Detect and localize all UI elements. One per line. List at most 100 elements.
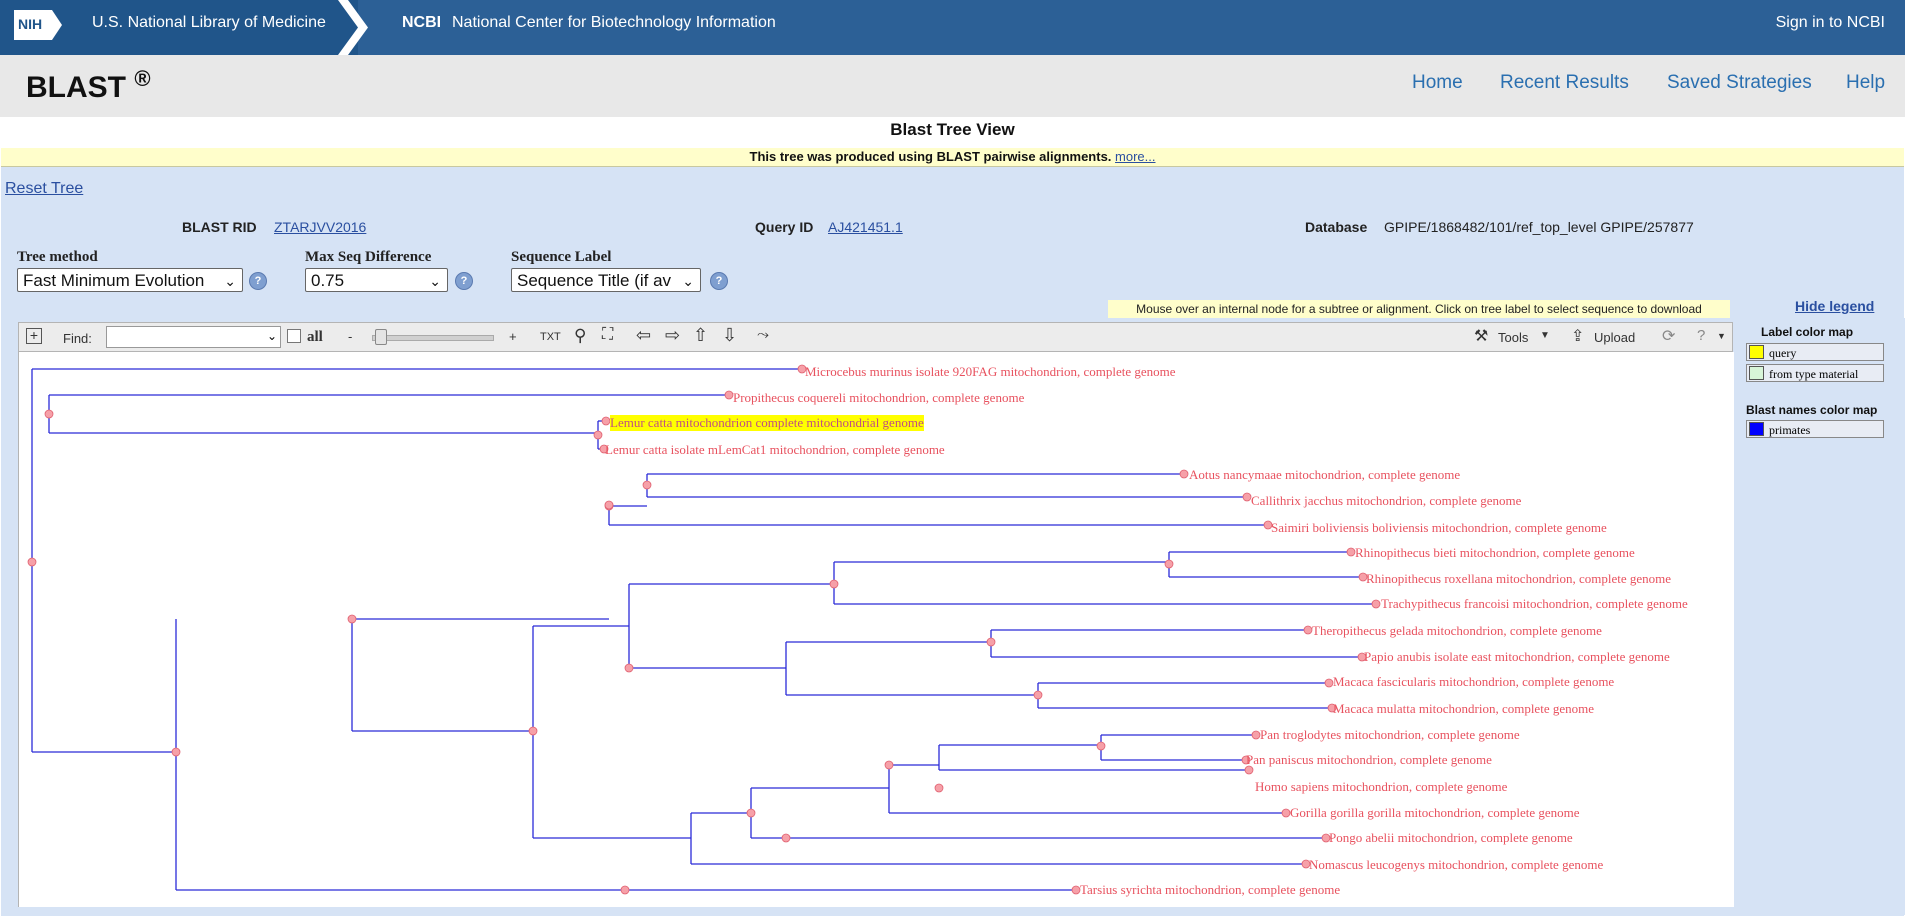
max-seq-diff-help-icon[interactable]: ? bbox=[455, 272, 473, 290]
tree-leaf-label[interactable]: Rhinopithecus roxellana mitochondrion, c… bbox=[1366, 571, 1672, 586]
tree-node[interactable] bbox=[528, 726, 538, 736]
arrow-left-icon[interactable]: ⇦ bbox=[636, 325, 652, 345]
tree-node[interactable] bbox=[1241, 755, 1251, 765]
tree-node[interactable] bbox=[1281, 808, 1291, 818]
reset-tree-link[interactable]: Reset Tree bbox=[5, 180, 84, 197]
tree-node[interactable] bbox=[1327, 703, 1337, 713]
reroot-icon[interactable]: ⤳ bbox=[757, 326, 770, 343]
tree-node[interactable] bbox=[1263, 520, 1273, 530]
tree-leaf-label[interactable]: Propithecus coquereli mitochondrion, com… bbox=[733, 390, 1025, 405]
nav-recent-results[interactable]: Recent Results bbox=[1500, 72, 1629, 93]
tree-node[interactable] bbox=[1071, 885, 1081, 895]
tree-node[interactable] bbox=[724, 390, 734, 400]
tree-node[interactable] bbox=[1096, 741, 1106, 751]
rid-link[interactable]: ZTARJVV2016 bbox=[274, 219, 367, 235]
txt-button[interactable]: TXT bbox=[540, 331, 561, 343]
chevron-down-icon[interactable]: ▼ bbox=[1540, 330, 1550, 341]
tree-leaf-label[interactable]: Theropithecus gelada mitochondrion, comp… bbox=[1312, 623, 1602, 638]
zoom-out-button[interactable]: - bbox=[348, 329, 353, 344]
blast-logo[interactable]: BLAST ® bbox=[26, 66, 151, 105]
tree-leaf-label[interactable]: Nomascus leucogenys mitochondrion, compl… bbox=[1309, 857, 1604, 872]
tree-node[interactable] bbox=[1358, 572, 1368, 582]
tree-node[interactable] bbox=[604, 500, 614, 510]
tree-method-select[interactable]: Fast Minimum Evolution⌄ bbox=[17, 268, 243, 292]
tree-node[interactable] bbox=[829, 579, 839, 589]
tree-leaf-label[interactable]: Pongo abelii mitochondrion, complete gen… bbox=[1329, 830, 1573, 845]
arrow-right-icon[interactable]: ⇨ bbox=[665, 325, 681, 345]
magnify-icon[interactable]: ⚲ bbox=[574, 326, 587, 345]
tree-node[interactable] bbox=[797, 364, 807, 374]
tree-node[interactable] bbox=[1244, 765, 1254, 775]
tree-node[interactable] bbox=[624, 663, 634, 673]
tree-leaf-label[interactable]: Homo sapiens mitochondrion, complete gen… bbox=[1255, 779, 1508, 794]
tree-leaf-label[interactable]: Microcebus murinus isolate 920FAG mitoch… bbox=[805, 364, 1176, 379]
zoom-slider-handle[interactable] bbox=[375, 329, 387, 345]
tree-node[interactable] bbox=[601, 416, 611, 426]
tree-leaf-label[interactable]: Aotus nancymaae mitochondrion, complete … bbox=[1189, 467, 1461, 482]
hide-legend-link[interactable]: Hide legend bbox=[1795, 298, 1875, 314]
tree-node[interactable] bbox=[347, 614, 357, 624]
zoom-slider[interactable] bbox=[372, 335, 494, 341]
find-all-checkbox[interactable] bbox=[287, 329, 301, 343]
tree-leaf-label-query[interactable]: Lemur catta mitochondrion complete mitoc… bbox=[610, 415, 924, 431]
arrow-up-icon[interactable]: ⇧ bbox=[693, 325, 709, 345]
tree-node[interactable] bbox=[746, 808, 756, 818]
sequence-label-help-icon[interactable]: ? bbox=[710, 272, 728, 290]
tree-node[interactable] bbox=[1346, 547, 1356, 557]
notice-more-link[interactable]: more... bbox=[1115, 149, 1156, 164]
tree-method-help-icon[interactable]: ? bbox=[249, 272, 267, 290]
tree-node[interactable] bbox=[171, 747, 181, 757]
tree-leaf-label[interactable]: Saimiri boliviensis boliviensis mitochon… bbox=[1271, 520, 1607, 535]
sequence-label-select[interactable]: Sequence Title (if av⌄ bbox=[511, 268, 701, 292]
tree-node[interactable] bbox=[27, 557, 37, 567]
tree-node[interactable] bbox=[1324, 678, 1334, 688]
arrow-down-icon[interactable]: ⇩ bbox=[722, 325, 738, 345]
tree-node[interactable] bbox=[642, 480, 652, 490]
tree-node[interactable] bbox=[44, 409, 54, 419]
tree-leaf-label[interactable]: Rhinopithecus bieti mitochondrion, compl… bbox=[1355, 545, 1635, 560]
tree-node[interactable] bbox=[1033, 690, 1043, 700]
tree-leaf-label[interactable]: Gorilla gorilla gorilla mitochondrion, c… bbox=[1290, 805, 1580, 820]
zoom-in-button[interactable]: + bbox=[509, 329, 517, 344]
chevron-down-icon[interactable]: ▼ bbox=[1717, 331, 1726, 341]
find-input[interactable]: ⌄ bbox=[106, 326, 281, 348]
tree-node[interactable] bbox=[1371, 599, 1381, 609]
tree-node[interactable] bbox=[934, 783, 944, 793]
tree-node[interactable] bbox=[1301, 859, 1311, 869]
tree-node[interactable] bbox=[1242, 492, 1252, 502]
sign-in-link[interactable]: Sign in to NCBI bbox=[1775, 14, 1885, 31]
tree-node[interactable] bbox=[1303, 625, 1313, 635]
expand-all-icon[interactable]: + bbox=[26, 328, 42, 344]
tree-node[interactable] bbox=[986, 637, 996, 647]
tree-leaf-label[interactable]: Pan paniscus mitochondrion, complete gen… bbox=[1246, 752, 1492, 767]
tree-leaf-label[interactable]: Lemur catta isolate mLemCat1 mitochondri… bbox=[605, 442, 945, 457]
help-menu-icon[interactable]: ? bbox=[1697, 327, 1706, 344]
tree-node[interactable] bbox=[1164, 559, 1174, 569]
refresh-icon[interactable]: ⟳ bbox=[1662, 328, 1676, 345]
tree-node[interactable] bbox=[884, 760, 894, 770]
tree-node[interactable] bbox=[620, 885, 630, 895]
tree-leaf-label[interactable]: Papio anubis isolate east mitochondrion,… bbox=[1364, 649, 1670, 664]
tree-node[interactable] bbox=[1179, 469, 1189, 479]
tree-leaf-label[interactable]: Macaca fascicularis mitochondrion, compl… bbox=[1333, 674, 1615, 689]
tree-node[interactable] bbox=[781, 833, 791, 843]
tools-menu[interactable]: Tools bbox=[1498, 330, 1529, 345]
nav-help[interactable]: Help bbox=[1846, 72, 1886, 93]
nih-library-link[interactable]: NIH U.S. National Library of Medicine bbox=[0, 0, 358, 55]
query-id-link[interactable]: AJ421451.1 bbox=[828, 219, 903, 235]
nav-home[interactable]: Home bbox=[1412, 72, 1463, 93]
tree-leaf-label[interactable]: Trachypithecus francoisi mitochondrion, … bbox=[1381, 596, 1688, 611]
max-seq-diff-select[interactable]: 0.75⌄ bbox=[305, 268, 448, 292]
tree-leaf-label[interactable]: Tarsius syrichta mitochondrion, complete… bbox=[1080, 882, 1341, 897]
fit-screen-icon[interactable]: ⛶ bbox=[602, 326, 614, 343]
tree-leaf-label[interactable]: Pan troglodytes mitochondrion, complete … bbox=[1260, 727, 1520, 742]
tree-node[interactable] bbox=[593, 430, 603, 440]
tree-node[interactable] bbox=[599, 444, 609, 454]
tree-leaf-label[interactable]: Callithrix jacchus mitochondrion, comple… bbox=[1251, 493, 1522, 508]
upload-button[interactable]: Upload bbox=[1594, 330, 1636, 345]
tree-leaf-label[interactable]: Macaca mulatta mitochondrion, complete g… bbox=[1333, 701, 1594, 716]
ncbi-home-link[interactable] bbox=[358, 0, 1905, 55]
nav-saved-strategies[interactable]: Saved Strategies bbox=[1667, 72, 1812, 93]
tree-node[interactable] bbox=[1251, 730, 1261, 740]
tree-node[interactable] bbox=[1357, 652, 1367, 662]
